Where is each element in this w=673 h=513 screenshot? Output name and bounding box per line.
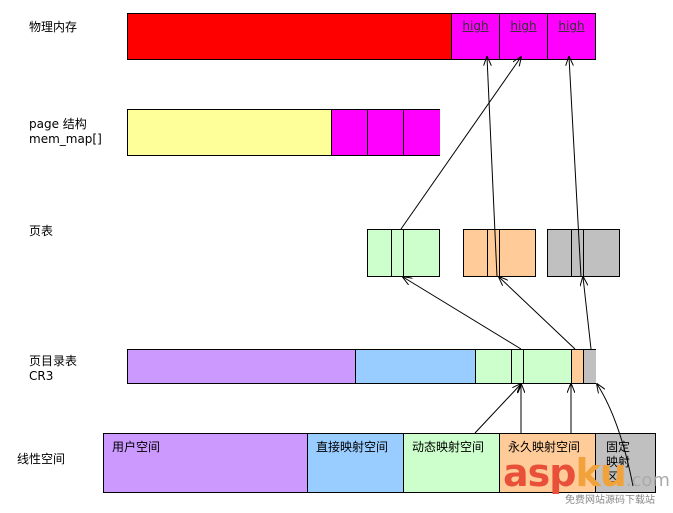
page-table-label: 页表	[29, 224, 54, 238]
page-dir-permanent-region	[571, 350, 584, 383]
linear-dynamic-map: 动态映射空间	[404, 434, 500, 492]
watermark-brand-b: ku	[575, 451, 626, 495]
linear-permanent-map: 永久映射空间	[500, 434, 596, 492]
physical-memory-label: 物理内存	[29, 20, 78, 34]
page-table-divider	[499, 230, 500, 276]
watermark-logo: aspku.com	[503, 453, 670, 501]
linear-fixed-map-label: 固定映射区	[606, 440, 631, 484]
page-dir-divider	[523, 350, 524, 383]
linear-user-space-label: 用户空间	[112, 440, 161, 454]
arrow-pd-to-pt-green	[403, 277, 522, 350]
arrow-pt-gray-to-high	[569, 57, 582, 278]
page-dir-direct-region	[355, 350, 476, 383]
arrow-pt-green-to-high	[400, 57, 521, 230]
physical-high-3: high	[547, 14, 595, 59]
page-table-orange	[463, 229, 536, 277]
linear-direct-map: 直接映射空间	[308, 434, 404, 492]
page-struct-label-line2: mem_map[]	[29, 132, 102, 146]
arrow-lin-fixed-to-pd	[597, 384, 634, 487]
arrow-pd-to-pt-gray	[583, 277, 592, 350]
page-table-divider	[391, 230, 392, 276]
linear-user-space: 用户空间	[104, 434, 308, 492]
watermark-domain: .com	[625, 470, 670, 491]
linear-space-label: 线性空间	[17, 452, 66, 466]
watermark-brand-a: asp	[503, 451, 576, 495]
page-directory-bar	[127, 349, 596, 384]
arrow-pt-orange-to-high	[487, 57, 498, 278]
physical-high-2: high	[499, 14, 547, 59]
page-struct-label-line1: page 结构	[29, 117, 87, 131]
linear-dynamic-map-label: 动态映射空间	[412, 440, 485, 454]
mem-map-high-region	[331, 110, 440, 155]
physical-high-1: high	[451, 14, 499, 59]
page-directory-label-line2: CR3	[29, 369, 54, 383]
page-table-divider	[403, 230, 404, 276]
mem-map-divider	[367, 110, 368, 155]
page-directory-label-line1: 页目录表	[29, 354, 78, 368]
linear-fixed-map: 固定映射区	[596, 434, 655, 492]
arrow-lin-dynamic-to-pd	[474, 384, 521, 434]
page-dir-divider	[511, 350, 512, 383]
watermark-tagline: 免费网站源码下载站	[565, 495, 655, 506]
linear-permanent-map-label: 永久映射空间	[508, 440, 581, 454]
page-struct-label: page 结构 mem_map[]	[29, 117, 102, 147]
linear-direct-map-label: 直接映射空间	[316, 440, 389, 454]
page-table-divider	[571, 230, 572, 276]
page-table-gray	[547, 229, 620, 277]
page-table-divider	[583, 230, 584, 276]
linear-space-bar: 用户空间 直接映射空间 动态映射空间 永久映射空间 固定映射区	[103, 433, 656, 493]
page-directory-label: 页目录表 CR3	[29, 354, 77, 384]
mem-map-divider	[403, 110, 404, 155]
page-dir-fixed-region	[583, 350, 596, 383]
mem-map-bar	[127, 109, 440, 156]
physical-memory-bar: high high high	[127, 13, 596, 60]
page-table-divider	[487, 230, 488, 276]
arrow-pd-to-pt-orange	[499, 277, 576, 350]
